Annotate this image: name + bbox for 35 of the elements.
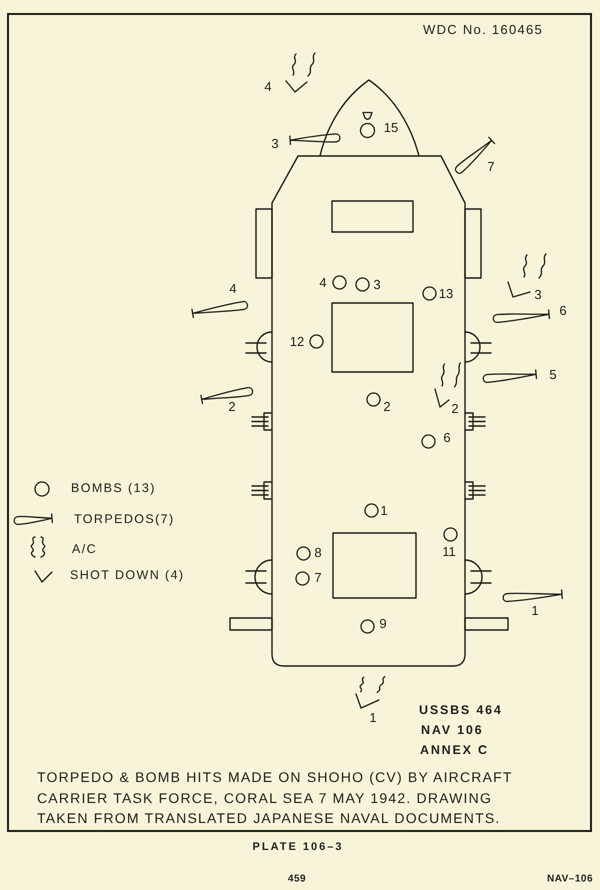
hit-number: 9 [379,616,387,632]
hit-number: 1 [369,710,377,726]
hit-number: 4 [319,276,327,290]
plate-number: PLATE 106–3 [252,840,344,854]
hit-number: 12 [290,334,304,350]
hit-number: 11 [442,544,456,560]
legend-label: BOMBS (13) [71,482,156,496]
caption: TORPEDO & BOMB HITS MADE ON SHOHO (CV) BY AIRCRAFT CARRIER TASK FORCE, CORAL SEA 7 MAY 1942. DRAWING TAKEN FROM TRANSLATED JAPANESE NAVAL DOCUMENTS. [37,768,514,828]
hit-number: 3 [271,136,279,152]
reference-code: USSBS 464 [419,704,503,718]
reference-code: NAV 106 [421,724,484,738]
hit-number: 2 [383,400,391,414]
legend-label: TORPEDOS(7) [74,513,175,527]
hit-number: 7 [487,160,495,174]
hit-number: 2 [228,400,236,414]
hit-number: 3 [373,278,381,292]
legend-label: SHOT DOWN (4) [70,569,184,583]
hit-number: 7 [314,570,322,586]
footer-code: NAV–106 [546,874,594,884]
hit-number: 8 [314,546,322,560]
hit-number: 6 [443,430,451,446]
hit-number: 5 [549,368,557,382]
hit-number: 6 [559,304,567,318]
hit-number: 4 [264,80,272,94]
hit-number: 4 [229,282,237,296]
hit-number: 15 [384,120,398,136]
reference-code: ANNEX C [420,744,489,758]
legend-label: A/C [72,543,98,557]
document-number: WDC No. 160465 [423,22,544,38]
hit-number: 1 [531,604,539,618]
hit-number: 3 [534,288,542,302]
hit-number: 13 [438,286,454,302]
page-number: 459 [288,874,306,884]
hit-number: 1 [380,504,388,518]
hit-number: 2 [451,402,459,416]
